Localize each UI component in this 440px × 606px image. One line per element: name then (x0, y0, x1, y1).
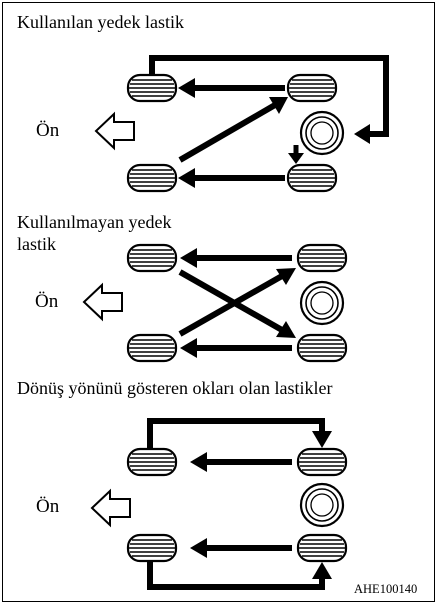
figure-code: AHE100140 (354, 582, 418, 596)
front-direction-arrow (83, 284, 123, 320)
tire-front-left (126, 243, 178, 273)
tire-front-right (286, 73, 338, 103)
tire-rear-right (286, 163, 338, 193)
tire-rear-left (126, 533, 178, 563)
section-2-front-label: Ön (35, 291, 59, 312)
figure-frame (2, 2, 435, 602)
section-2-diagram (83, 243, 348, 363)
loop-arrowhead (354, 124, 370, 144)
section-1-title: Kullanılan yedek lastik (17, 12, 184, 32)
spare-tire (299, 280, 345, 326)
tire-front-right (296, 243, 348, 273)
tire-front-left (126, 447, 178, 477)
spare-tire (299, 482, 345, 528)
section-3-title: Dönüş yönünü gösteren okları olan lastik… (17, 378, 333, 398)
tire-front-left (126, 73, 178, 103)
section-2-title-line2: lastik (17, 234, 56, 254)
tire-rear-left (126, 333, 178, 363)
section-1-diagram (95, 55, 389, 193)
front-direction-arrow (95, 113, 135, 149)
front-direction-arrow (91, 490, 131, 526)
tire-rear-right (296, 533, 348, 563)
section-1-front-label: Ön (36, 120, 60, 141)
tire-rear-right (296, 333, 348, 363)
section-3-diagram (91, 418, 348, 590)
tire-front-right (296, 447, 348, 477)
section-2-title-line1: Kullanılmayan yedek (17, 212, 172, 232)
section-3-front-label: Ön (36, 496, 60, 517)
spare-tire (299, 110, 345, 156)
tire-rear-left (126, 163, 178, 193)
